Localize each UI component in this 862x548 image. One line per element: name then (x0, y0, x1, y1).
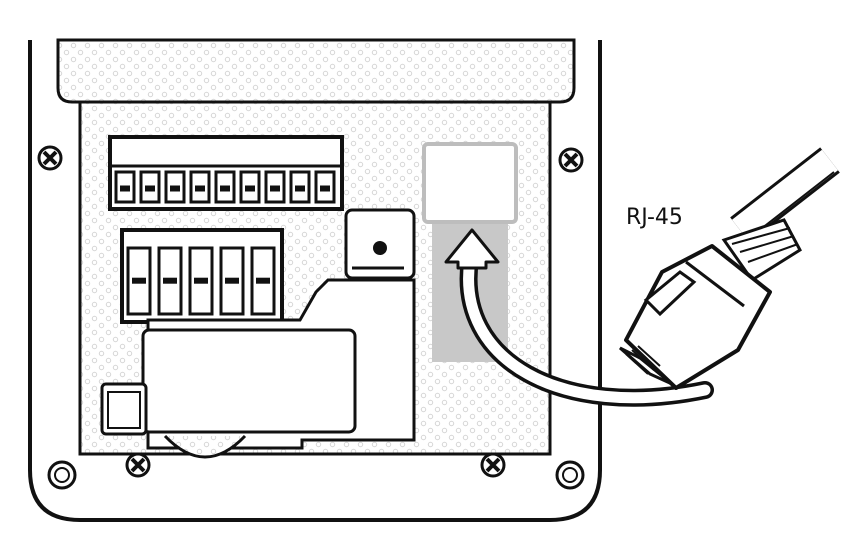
terminal-pin-slot (295, 185, 305, 192)
terminal-pin-slot (170, 185, 180, 192)
phillips-screw-icon (480, 452, 506, 478)
terminal-pin-slot (225, 277, 239, 284)
terminal-pin-slot (270, 185, 280, 192)
terminal-pin-slot (256, 277, 270, 284)
connector-label: RJ-45 (626, 205, 683, 230)
phillips-screw-icon (125, 452, 151, 478)
phillips-screw-icon (37, 145, 63, 171)
terminal-pin-slot (132, 277, 146, 284)
mounting-hole-icon (47, 460, 77, 490)
terminal-pin-slot (220, 185, 230, 192)
insert-arrow-icon (444, 228, 714, 407)
phillips-screw-icon (558, 147, 584, 173)
terminal-pin-slot (194, 277, 208, 284)
terminal-block-9-pin (108, 135, 344, 211)
top-cover (56, 38, 576, 104)
terminal-block-5-pin (120, 228, 284, 324)
terminal-pin-slot (145, 185, 155, 192)
battery-holder (100, 382, 148, 436)
terminal-pin-slot (195, 185, 205, 192)
mounting-hole-icon (555, 460, 585, 490)
module-housing (141, 278, 416, 459)
rj45-plug-icon (619, 147, 840, 390)
dip-switch (344, 208, 416, 280)
terminal-pin-slot (120, 185, 130, 192)
terminal-pin-slot (163, 277, 177, 284)
terminal-pin-slot (245, 185, 255, 192)
terminal-pin-slot (320, 185, 330, 192)
